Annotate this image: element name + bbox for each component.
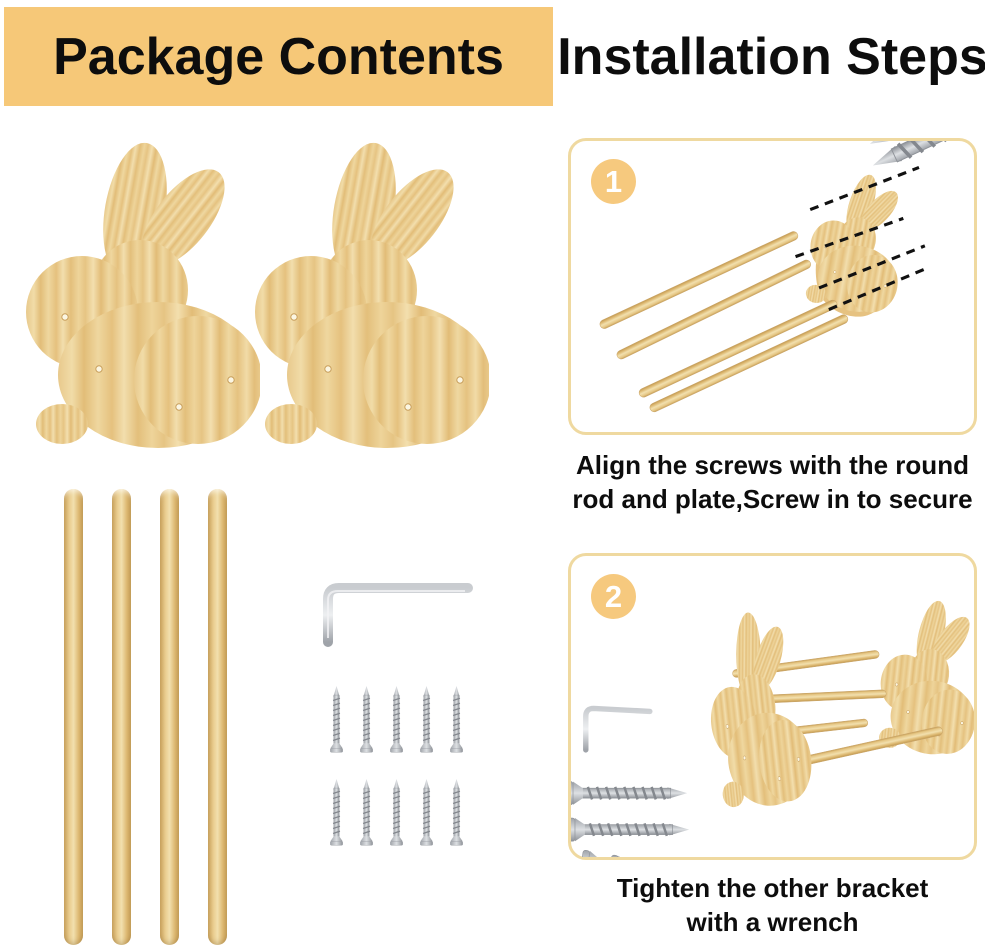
wooden-rod [160, 489, 179, 945]
wooden-rod [64, 489, 83, 945]
step-1-caption: Align the screws with the round rod and … [568, 448, 977, 516]
screw-icon [390, 779, 403, 848]
allen-wrench-icon [323, 583, 473, 647]
screw-icon [420, 779, 433, 848]
screw-icon [330, 779, 343, 848]
step-2-box: 2 [568, 553, 977, 860]
step-1-caption-line-2: rod and plate,Screw in to secure [572, 484, 973, 514]
screw-icon [450, 779, 463, 848]
step-1-screws [839, 141, 974, 181]
allen-wrench-icon [583, 705, 653, 753]
package-contents-header: Package Contents [4, 7, 553, 106]
screw-icon [360, 686, 373, 755]
screw-icon [450, 686, 463, 755]
bunny-plate-icon [247, 140, 491, 450]
step-1-badge: 1 [591, 159, 636, 204]
step-2-badge: 2 [591, 574, 636, 619]
bunny-plate-icon [18, 140, 262, 450]
step-2-illustration [571, 556, 974, 857]
step-2-caption: Tighten the other bracket with a wrench [568, 871, 977, 939]
step-2-caption-line-2: with a wrench [686, 907, 859, 937]
step-1-box: 1 [568, 138, 977, 435]
screw-icon [390, 686, 403, 755]
step-2-caption-line-1: Tighten the other bracket [616, 873, 929, 903]
alignment-dashed-lines [795, 165, 930, 311]
screws-row [330, 779, 470, 848]
installation-steps-title: Installation Steps [557, 28, 985, 86]
wooden-rod [208, 489, 227, 945]
step-2-screws [571, 782, 732, 857]
screw-icon [420, 686, 433, 755]
step-1-caption-line-1: Align the screws with the round [576, 450, 969, 480]
screws-row [330, 686, 470, 755]
screw-icon [360, 779, 373, 848]
step-1-illustration [599, 141, 974, 413]
package-contents-title: Package Contents [53, 27, 504, 86]
screw-icon [330, 686, 343, 755]
wooden-rod [112, 489, 131, 945]
